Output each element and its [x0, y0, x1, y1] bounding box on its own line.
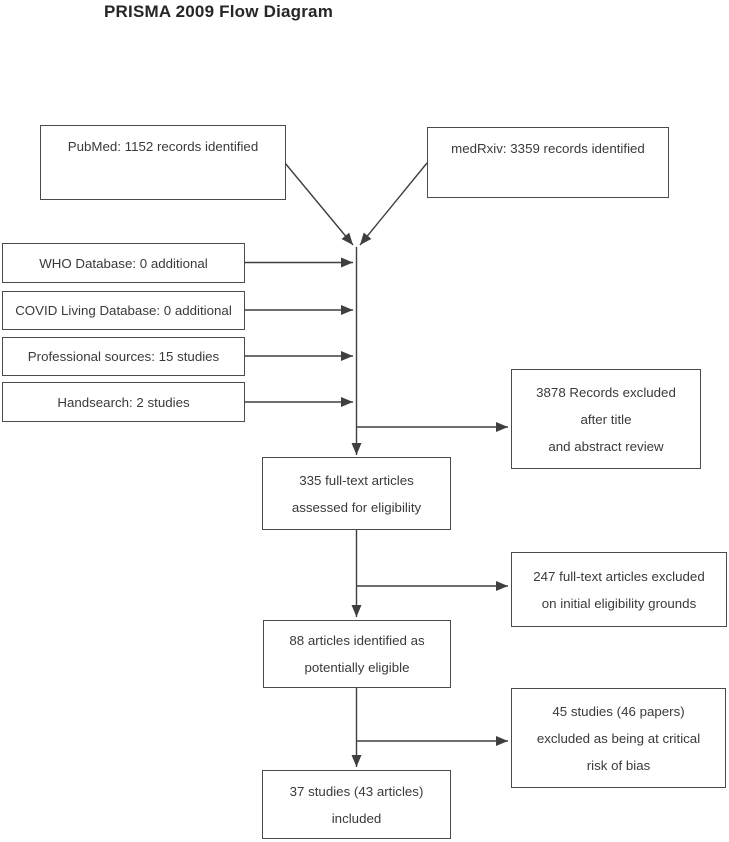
- node-text-line: and abstract review: [548, 438, 664, 454]
- node-text-line: after title: [580, 411, 632, 427]
- node-who-database: WHO Database: 0 additional: [2, 243, 245, 283]
- node-text-line: included: [331, 810, 382, 826]
- diagram-title: PRISMA 2009 Flow Diagram: [104, 2, 334, 21]
- node-text-line: 45 studies (46 papers): [552, 703, 685, 719]
- node-text-line: PubMed: 1152 records identified: [67, 139, 259, 154]
- node-text-line: on initial eligibility grounds: [541, 595, 697, 611]
- node-text-line: Handsearch: 2 studies: [57, 394, 190, 410]
- node-text-line: 247 full-text articles excluded: [533, 568, 705, 584]
- node-fulltext-excluded-eligibility: 247 full-text articles excluded on initi…: [511, 552, 727, 627]
- node-fulltext-assessed: 335 full-text articles assessed for elig…: [262, 457, 451, 530]
- node-text-line: COVID Living Database: 0 additional: [15, 303, 232, 318]
- node-potentially-eligible: 88 articles identified as potentially el…: [263, 620, 451, 688]
- node-text-line: 3878 Records excluded: [536, 384, 676, 400]
- arrow-medrxiv-to-merge: [359, 162, 428, 246]
- node-records-excluded-title-abstract: 3878 Records excluded after title and ab…: [511, 369, 701, 469]
- arrow-pubmed-to-merge: [284, 162, 354, 246]
- node-studies-included: 37 studies (43 articles) included: [262, 770, 451, 839]
- node-excluded-critical-risk-bias: 45 studies (46 papers) excluded as being…: [511, 688, 726, 788]
- node-text-line: risk of bias: [586, 757, 651, 773]
- node-text-line: 335 full-text articles: [299, 472, 414, 488]
- node-professional-sources: Professional sources: 15 studies: [2, 337, 245, 376]
- node-medrxiv-records: medRxiv: 3359 records identified: [427, 127, 669, 198]
- node-text-line: 88 articles identified as: [289, 633, 425, 648]
- node-handsearch: Handsearch: 2 studies: [2, 382, 245, 422]
- node-text-line: Professional sources: 15 studies: [27, 349, 220, 364]
- node-covid-living-database: COVID Living Database: 0 additional: [2, 291, 245, 330]
- node-text-line: 37 studies (43 articles): [289, 783, 424, 799]
- node-text-line: excluded as being at critical: [536, 730, 701, 746]
- node-text-line: medRxiv: 3359 records identified: [451, 141, 645, 156]
- node-text-line: assessed for eligibility: [291, 499, 422, 515]
- node-text-line: WHO Database: 0 additional: [39, 255, 208, 271]
- node-text-line: potentially eligible: [304, 660, 410, 675]
- node-pubmed-records: PubMed: 1152 records identified: [40, 125, 286, 200]
